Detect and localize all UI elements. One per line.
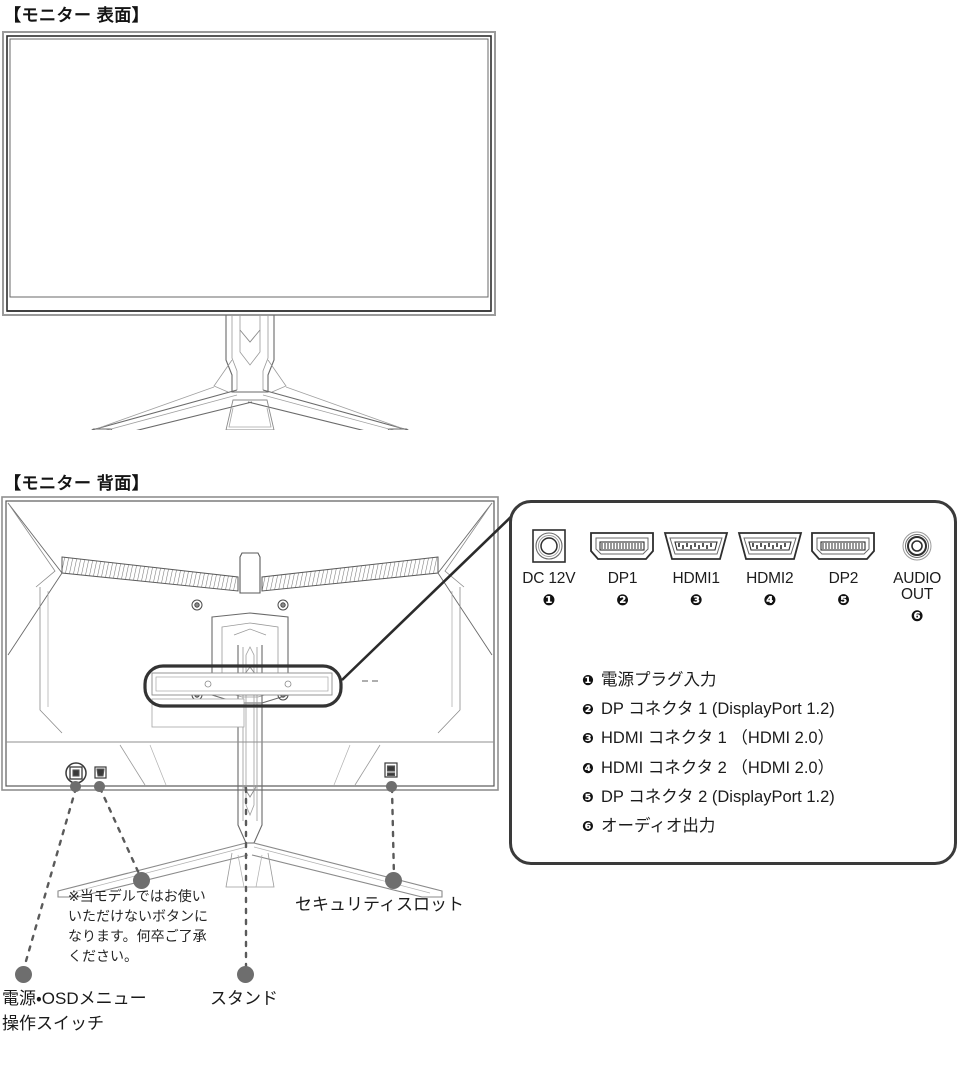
stand-label: スタンド: [210, 989, 278, 1008]
legend-bullet: ❹: [582, 759, 594, 776]
audio-jack-icon: [899, 525, 935, 567]
port-cell-audio-out: AUDIO OUT ❻: [881, 525, 953, 624]
port-label: HDMI2: [746, 570, 794, 587]
security-slot-label: セキュリティスロット: [295, 895, 464, 914]
port-cell-dc12v: DC 12V ❶: [513, 525, 585, 608]
legend-bullet: ❺: [582, 788, 594, 805]
power-button-icon: [94, 766, 107, 779]
port-label: DC 12V: [522, 570, 576, 587]
callout-dashed-lines: [22, 786, 396, 970]
port-number: ❶: [542, 591, 556, 609]
port-row: DC 12V ❶: [512, 525, 954, 624]
displayport-connector-icon: [810, 525, 876, 567]
port-number: ❺: [837, 591, 850, 609]
legend-item: ❶ 電源プラグ入力: [582, 666, 954, 695]
legend-text: オーディオ出力: [601, 817, 716, 836]
port-label: DP2: [828, 570, 859, 587]
port-legend-list: ❶ 電源プラグ入力 ❷ DP コネクタ 1 (DisplayPort 1.2) …: [582, 666, 954, 841]
disabled-button-note: ※当モデルではお使い いただけないボタンに なります。何卒ご了承 ください。: [68, 888, 208, 964]
callout-dot-security-slot: [385, 872, 402, 889]
callout-dot-stand: [237, 966, 254, 983]
port-label: DP1: [607, 570, 638, 587]
port-number: ❸: [689, 591, 703, 609]
port-detail-panel: DC 12V ❶: [509, 500, 957, 865]
legend-item: ❹ HDMI コネクタ 2 （HDMI 2.0）: [582, 754, 954, 783]
legend-item: ❷ DP コネクタ 1 (DisplayPort 1.2): [582, 695, 954, 724]
monitor-back-illustration: [1, 496, 499, 898]
port-label: AUDIO OUT: [893, 570, 942, 603]
legend-bullet: ❶: [582, 672, 594, 688]
legend-bullet: ❷: [582, 701, 594, 718]
port-cell-dp2: DP2 ❺: [807, 525, 879, 608]
legend-text: 電源プラグ入力: [601, 671, 717, 689]
hdmi-connector-icon: [663, 525, 729, 567]
port-cell-hdmi2: HDMI2 ❹: [734, 525, 806, 608]
port-detail-leader-line: [341, 511, 517, 681]
callout-dot-osd-switch: [15, 966, 32, 983]
legend-text: HDMI コネクタ 2 （HDMI 2.0）: [601, 758, 835, 777]
callout-dot-osd-anchor: [70, 781, 81, 792]
port-number: ❷: [616, 591, 629, 609]
hdmi-connector-icon: [737, 525, 803, 567]
legend-text: DP コネクタ 2 (DisplayPort 1.2): [601, 787, 835, 806]
legend-bullet: ❸: [582, 730, 594, 747]
port-area-highlight: [143, 664, 343, 708]
port-cell-dp1: DP1 ❷: [586, 525, 658, 608]
port-number: ❻: [910, 607, 924, 625]
dc-power-jack-icon: [530, 525, 568, 567]
osd-joystick-icon: [65, 762, 87, 784]
port-cell-hdmi1: HDMI1 ❸: [660, 525, 732, 608]
callout-dot-note: [133, 872, 150, 889]
callout-dot-slot-anchor: [386, 781, 397, 792]
port-label: HDMI1: [672, 570, 720, 587]
legend-item: ❻ オーディオ出力: [582, 812, 954, 841]
callout-dot-button-anchor: [94, 781, 105, 792]
monitor-front-illustration: [2, 31, 496, 430]
legend-text: DP コネクタ 1 (DisplayPort 1.2): [601, 700, 835, 719]
legend-bullet: ❻: [582, 818, 594, 835]
legend-item: ❺ DP コネクタ 2 (DisplayPort 1.2): [582, 783, 954, 812]
front-view-heading: 【モニター 表面】: [4, 6, 150, 25]
osd-switch-label: 電源・OSDメニュー 操作スイッチ: [2, 989, 147, 1033]
legend-text: HDMI コネクタ 1 （HDMI 2.0）: [601, 729, 835, 748]
back-view-heading: 【モニター 背面】: [4, 474, 150, 493]
port-number: ❹: [763, 591, 777, 609]
displayport-connector-icon: [589, 525, 655, 567]
legend-item: ❸ HDMI コネクタ 1 （HDMI 2.0）: [582, 724, 954, 753]
security-slot-icon: [384, 762, 398, 778]
